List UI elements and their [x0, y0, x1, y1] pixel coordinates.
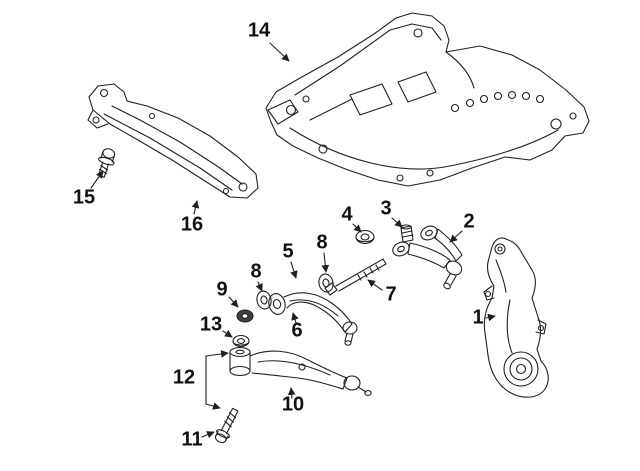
leader-line-2	[449, 230, 463, 243]
part-upper-control-arm	[392, 225, 463, 290]
part-steering-knuckle	[483, 237, 549, 398]
part-washer-9	[236, 309, 254, 323]
leader-line-7	[367, 279, 383, 291]
leader-line-8	[321, 252, 330, 273]
part-bushing-12	[229, 346, 251, 377]
part-lower-control-arm	[249, 350, 372, 396]
leader-lines	[90, 42, 496, 439]
callout-12-bracket	[205, 350, 229, 410]
part-bolt-11	[214, 407, 239, 444]
part-stud-3	[400, 224, 414, 243]
part-cowl-brace	[87, 83, 259, 199]
leader-line-10	[287, 387, 296, 399]
leader-line-13	[222, 329, 233, 338]
part-link-arm-5	[268, 292, 358, 346]
leader-line-15	[90, 170, 104, 189]
leader-line-8	[255, 281, 263, 292]
leader-line-11	[201, 431, 215, 439]
leader-line-4	[352, 223, 362, 233]
part-bolt-15	[97, 148, 116, 178]
leader-line-3	[391, 217, 403, 228]
leader-line-5	[290, 261, 298, 279]
leader-line-9	[228, 296, 239, 308]
leader-line-1	[485, 313, 496, 322]
leader-line-16	[191, 200, 200, 215]
part-suspension-crossmember	[265, 12, 590, 187]
part-bolt-7	[324, 258, 387, 296]
leader-line-6	[291, 312, 299, 324]
part-washer-8-right	[318, 273, 334, 293]
leader-line-14	[269, 42, 290, 62]
part-nut-4	[355, 229, 375, 245]
part-nut-13	[232, 334, 250, 348]
